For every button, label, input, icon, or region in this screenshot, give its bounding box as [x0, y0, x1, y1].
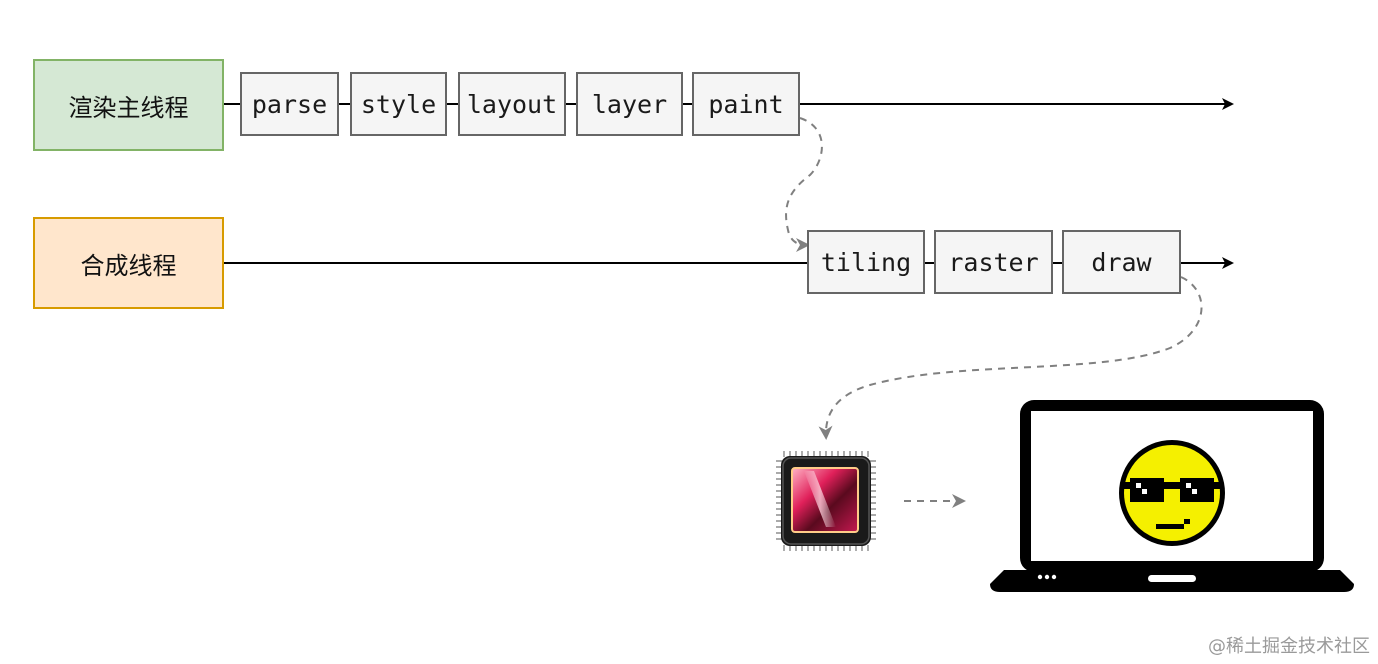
step-raster: raster — [934, 230, 1053, 294]
main-thread-label: 渲染主线程 — [33, 59, 224, 151]
paint-to-tiling-arrow — [785, 117, 823, 252]
laptop-smiley-icon — [990, 400, 1354, 592]
step-paint: paint — [692, 72, 800, 136]
pixel-smiley-icon — [1119, 440, 1225, 546]
step-draw: draw — [1062, 230, 1181, 294]
compositor-thread-label: 合成线程 — [33, 217, 224, 309]
step-style: style — [350, 72, 447, 136]
step-tiling: tiling — [807, 230, 925, 294]
watermark: @稀土掘金技术社区 — [1208, 636, 1370, 657]
step-layout: layout — [458, 72, 566, 136]
step-parse: parse — [240, 72, 339, 136]
gpu-chip-icon — [776, 451, 876, 551]
step-layer: layer — [576, 72, 683, 136]
